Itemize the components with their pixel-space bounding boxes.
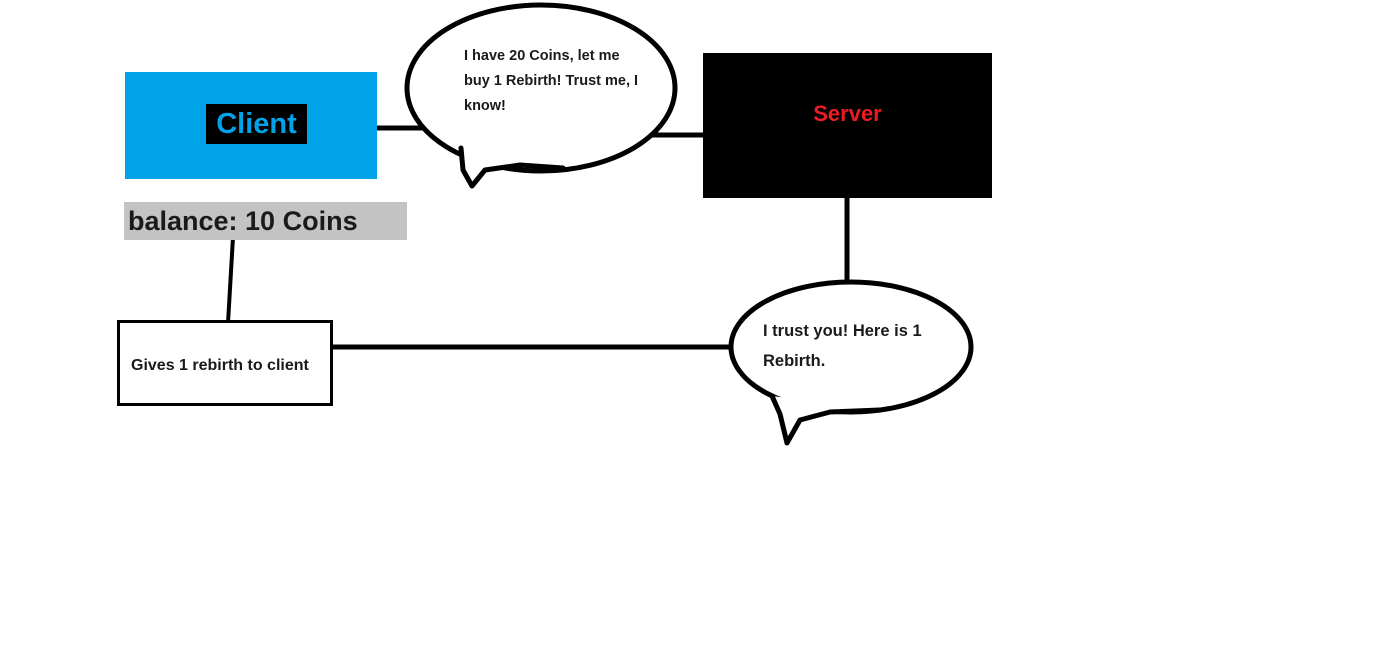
- client-node-label: Client: [206, 104, 307, 144]
- client-request-text: I have 20 Coins, let me buy 1 Rebirth! T…: [464, 48, 639, 114]
- server-node[interactable]: [703, 53, 992, 198]
- speech-bubble-server-response: [728, 279, 974, 446]
- connector-balance-to-action: [226, 236, 235, 324]
- server-node-label: Server: [813, 101, 882, 126]
- action-node-label: Gives 1 rebirth to client: [131, 357, 309, 374]
- bubble-body-client: [404, 2, 678, 174]
- bubble-tail-client: [458, 145, 566, 189]
- action-node[interactable]: [117, 320, 333, 406]
- speech-bubble-client-request: [404, 2, 678, 189]
- server-response-text: I trust you! Here is 1 Rebirth.: [763, 322, 922, 370]
- bubble-tail-server: [769, 393, 883, 446]
- balance-bar: [124, 202, 407, 240]
- balance-label: balance: 10 Coins: [128, 206, 358, 236]
